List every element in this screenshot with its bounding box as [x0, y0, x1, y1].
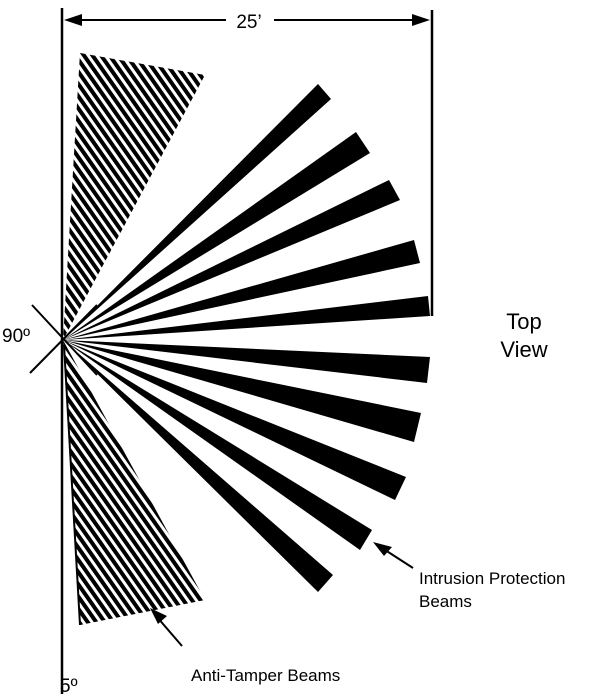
dimension-label-bg [226, 8, 274, 30]
intrusion-beam [63, 84, 331, 340]
intrusion-beam [63, 340, 430, 383]
intrusion-beam [63, 180, 400, 340]
intrusion-beams [63, 84, 430, 592]
intrusion-beam [63, 340, 372, 550]
anti-tamper-label: Anti-Tamper Beams [191, 666, 340, 685]
dimension-25ft: 25’ [60, 8, 434, 694]
intrusion-beam [63, 132, 370, 340]
angle-5-label: 5º [60, 676, 78, 694]
intrusion-beam [63, 340, 421, 442]
intrusion-callout-arrow [373, 542, 414, 569]
dimension-label: 25’ [236, 12, 261, 33]
intrusion-protection-label-line2: Beams [419, 592, 472, 611]
angle-90-label: 90º [2, 326, 30, 347]
left-arrowhead [64, 14, 82, 26]
top-view-label-line2: View [500, 337, 547, 362]
intrusion-beam [63, 340, 333, 592]
angle-90-marker [29, 304, 98, 376]
anti-tamper-edge-line [63, 344, 81, 626]
right-arrowhead [412, 14, 430, 26]
intrusion-beam [63, 240, 420, 340]
intrusion-protection-label-line1: Intrusion Protection [419, 569, 565, 588]
top-view-label-line1: Top [506, 309, 541, 334]
antitamper-callout-arrow [150, 608, 183, 647]
intrusion-beam [63, 296, 430, 340]
anti-tamper-beam-upper [63, 53, 205, 340]
anti-tamper-beam-lower [63, 340, 205, 625]
intrusion-beam [63, 340, 406, 500]
